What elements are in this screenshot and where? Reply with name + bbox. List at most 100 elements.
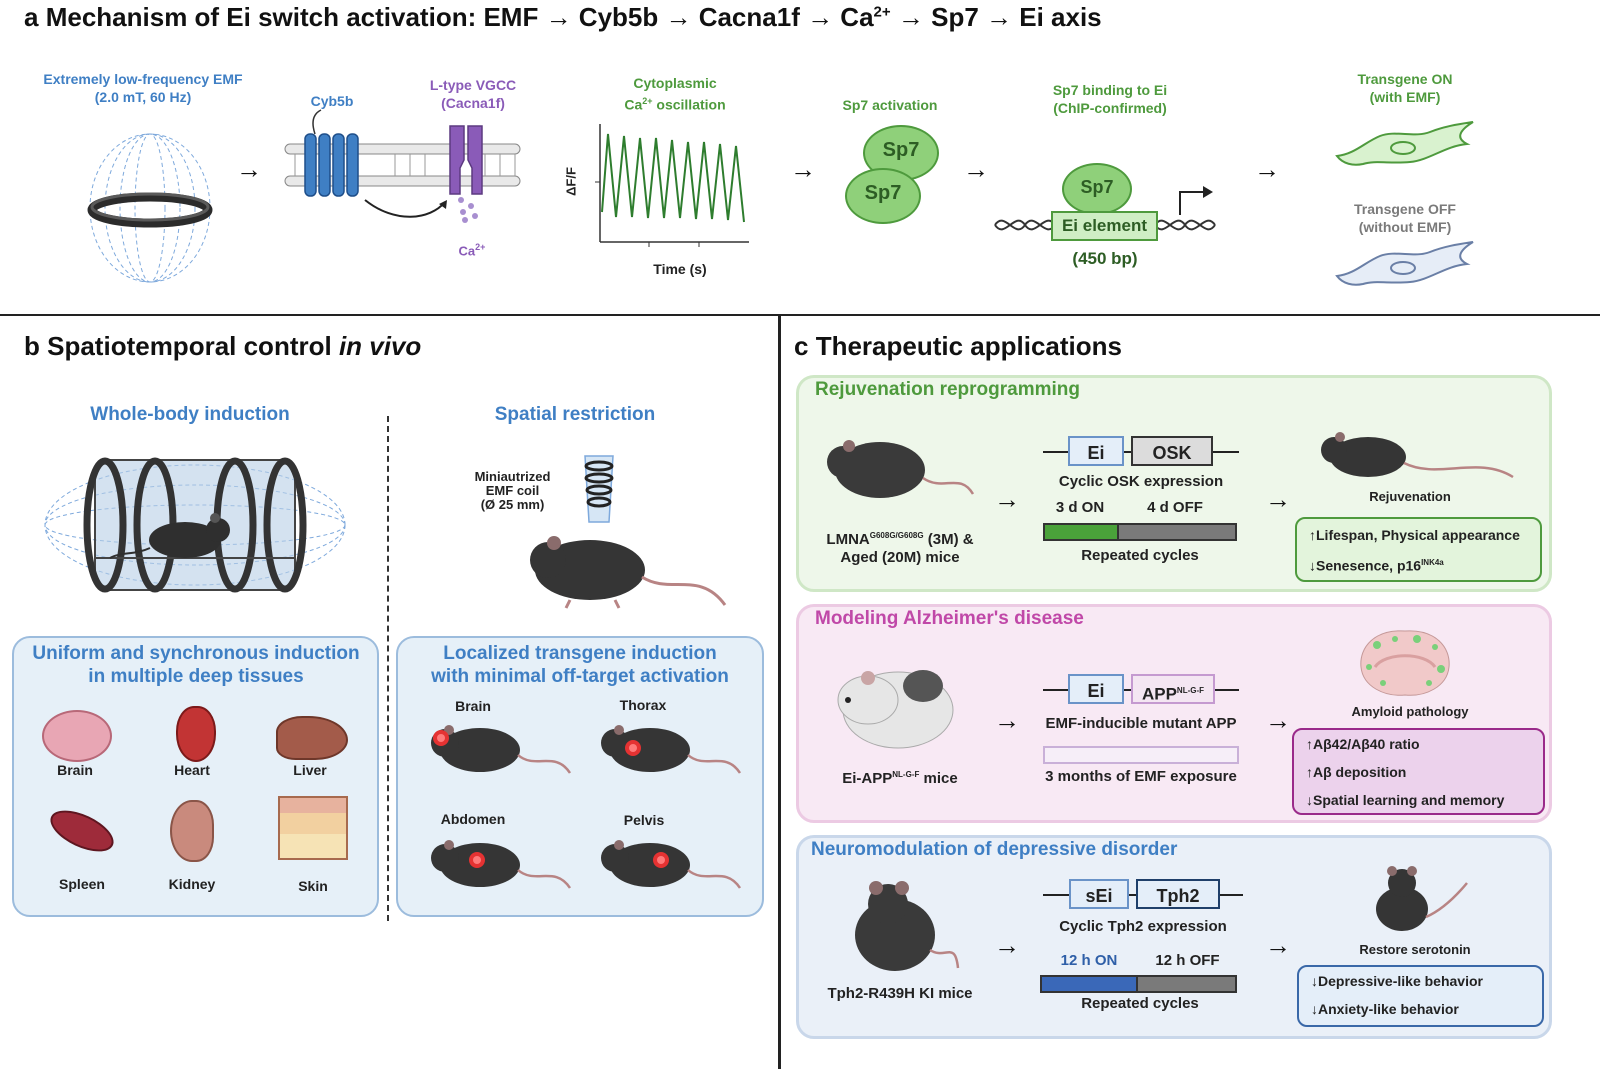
dep-outcome-box: ↓Depressive-like behavior ↓Anxiety-like …	[1297, 965, 1544, 1027]
brain-section-amyloid-icon	[1360, 630, 1450, 696]
vgcc-channel-icon	[449, 125, 483, 195]
arrow-dep-2: →	[1265, 930, 1291, 960]
transgene-off-line-1: Transgene OFF	[1354, 201, 1456, 217]
dna-helix-illustration	[994, 186, 1216, 231]
dep-outcome-1: ↓Depressive-like behavior	[1311, 973, 1483, 989]
oscillation-x-axis-label: Time (s)	[653, 261, 707, 277]
uniform-induction-title-2: in multiple deep tissues	[88, 666, 304, 687]
uniform-induction-title: Uniform and synchronous induction in mul…	[20, 642, 372, 688]
emf-coil-illustration	[87, 133, 213, 283]
arrow-alz-2: →	[1265, 705, 1291, 735]
alzheimer-mice-end: mice	[919, 770, 958, 787]
dep-off-label: 12 h OFF	[1155, 952, 1220, 969]
skin-icon	[278, 796, 348, 860]
transgene-on-line-1: Transgene ON	[1357, 71, 1453, 87]
cyb5b-label: Cyb5b	[310, 93, 354, 109]
dep-gene-sei: sEi	[1069, 879, 1129, 909]
sp7-label-bottom: Sp7	[864, 182, 902, 204]
panel-c-title: c Therapeutic applications	[794, 331, 1122, 362]
liver-icon	[276, 716, 348, 760]
sp7-activation-label: Sp7 activation	[842, 97, 938, 113]
panel-b-letter: b	[24, 331, 40, 361]
rejuv-gene-ei: Ei	[1068, 436, 1124, 466]
rejuv-outcome-box: ↑Lifespan, Physical appearance ↓Senesenc…	[1295, 517, 1542, 582]
rejuv-outcome-2: ↓Senesence, p16INK4a	[1309, 549, 1528, 580]
arrow-oscillation-sp7: →	[790, 154, 816, 184]
rejuvenation-mice-gene: LMNA	[826, 531, 870, 548]
panel-a-title-end: → Sp7 → Ei axis	[890, 2, 1102, 32]
mini-coil-label-line-2: EMF coil	[485, 483, 540, 498]
kidney-icon	[170, 800, 214, 862]
rejuvenation-title: Rejuvenation reprogramming	[815, 379, 1080, 400]
rejuvenation-mice-age: (3M) &	[923, 531, 974, 548]
mini-coil-label: Miniautrized EMF coil (Ø 25 mm)	[465, 470, 560, 512]
cell-membrane-illustration	[284, 109, 521, 223]
transgene-off-label: Transgene OFF (without EMF)	[1345, 200, 1465, 236]
mouse-abdomen-region	[431, 840, 572, 889]
rejuv-outcome-label: Rejuvenation	[1369, 489, 1451, 504]
cyb5b-protein-icon	[304, 133, 359, 197]
rejuv-expression-label: Cyclic OSK expression	[1058, 473, 1224, 490]
dep-on-label: 12 h ON	[1060, 952, 1118, 969]
calcium-oscillation-trace	[595, 124, 749, 247]
arrow-alz-1: →	[994, 705, 1020, 735]
rejuv-outcome-2-text: ↓Senesence, p16	[1309, 557, 1422, 574]
panel-a-letter: a	[24, 2, 39, 32]
heart-icon	[176, 706, 216, 762]
vgcc-label-line-2: (Cacna1f)	[441, 95, 505, 111]
whole-body-coil-illustration	[44, 457, 346, 593]
mouse-standing-illustration	[1376, 866, 1468, 931]
rejuv-gene-osk: OSK	[1131, 436, 1213, 466]
mini-coil-label-line-3: (Ø 25 mm)	[480, 497, 545, 512]
alz-gene-app-text: APP	[1141, 684, 1177, 704]
transgene-off-line-2: (without EMF)	[1358, 219, 1452, 235]
rejuv-off-bar	[1117, 523, 1237, 541]
brain-icon	[42, 710, 112, 762]
rejuv-off-label: 4 d OFF	[1147, 499, 1203, 516]
mouse-sitting-illustration	[855, 881, 960, 971]
ei-element-size: (450 bp)	[1072, 249, 1138, 268]
arrow-binding-transgene: →	[1254, 154, 1280, 184]
region-abdomen-label: Abdomen	[440, 811, 506, 827]
oscillation-label-ca: Ca	[624, 96, 643, 113]
rejuvenation-mice-label: LMNAG608G/G608G (3M) & Aged (20M) mice	[820, 527, 980, 567]
sp7-protein-icon-2	[845, 168, 921, 224]
binding-label-line-1: Sp7 binding to Ei	[1052, 82, 1168, 98]
transgene-on-label: Transgene ON (with EMF)	[1345, 70, 1465, 106]
alzheimer-mice-label: Ei-APPNL-G-F mice	[830, 770, 970, 787]
vgcc-label: L-type VGCC (Cacna1f)	[418, 76, 528, 112]
emf-label-line-1: Extremely low-frequency EMF	[43, 71, 243, 87]
ca-ion-label: Ca2+	[452, 238, 492, 260]
vgcc-label-line-1: L-type VGCC	[429, 77, 517, 93]
rejuv-on-bar	[1043, 523, 1119, 541]
region-pelvis-label: Pelvis	[623, 812, 665, 828]
spatial-restriction-heading: Spatial restriction	[494, 404, 656, 425]
panel-b-title: b Spatiotemporal control in vivo	[24, 331, 421, 362]
tissue-kidney-label: Kidney	[168, 876, 216, 892]
cell-on-icon	[1335, 121, 1474, 166]
panel-b-title-text: Spatiotemporal control	[47, 331, 339, 361]
tissue-liver-label: Liver	[293, 762, 327, 778]
localized-induction-title: Localized transgene induction with minim…	[404, 642, 756, 688]
alz-gene-app: APPNL-G-F	[1131, 674, 1215, 704]
oscillation-label-line-2: Ca2+ oscillation	[600, 92, 750, 114]
oscillation-label-line-1: Cytoplasmic	[633, 75, 717, 91]
ca-ion-label-text: Ca	[458, 243, 476, 259]
depression-mice-label: Tph2-R439H KI mice	[827, 985, 973, 1002]
rejuv-outcome-2-sup: INK4a	[1421, 558, 1444, 567]
mini-coil-label-line-1: Miniautrized	[474, 469, 551, 484]
alzheimer-mice-gene: Ei-APP	[842, 770, 893, 787]
whole-body-heading: Whole-body induction	[90, 404, 290, 425]
binding-label: Sp7 binding to Ei (ChIP-confirmed)	[1040, 81, 1180, 117]
tissue-brain-label: Brain	[57, 762, 93, 778]
mouse-spatial-illustration	[530, 536, 727, 609]
cell-off-icon	[1335, 241, 1474, 286]
alz-outcome-3: ↓Spatial learning and memory	[1306, 792, 1505, 808]
mouse-aged-illustration	[827, 440, 975, 498]
mouse-pelvis-region	[601, 840, 742, 889]
emf-label: Extremely low-frequency EMF (2.0 mT, 60 …	[38, 70, 248, 106]
dep-on-bar	[1040, 975, 1138, 993]
divider-horizontal	[0, 314, 1600, 316]
ca-ion-label-sup: 2+	[475, 242, 486, 252]
sp7-bound-label: Sp7	[1080, 177, 1114, 197]
